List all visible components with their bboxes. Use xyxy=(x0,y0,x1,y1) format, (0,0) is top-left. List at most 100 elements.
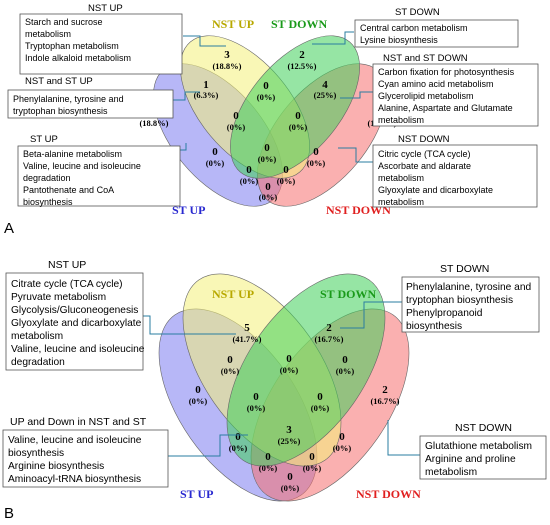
box-line: Beta-alanine metabolism xyxy=(23,149,122,159)
region-pct: (0%) xyxy=(257,92,276,102)
region-pct: (0%) xyxy=(227,122,246,132)
region-count: 0 xyxy=(263,80,269,92)
box-line: Valine, leucine and isoleucine xyxy=(8,435,142,446)
box-line: Lysine biosynthesis xyxy=(360,35,438,45)
region-pct: (0%) xyxy=(311,403,330,413)
region-count: 0 xyxy=(342,354,348,366)
region-count: 0 xyxy=(317,391,323,403)
region-count: 0 xyxy=(309,451,315,463)
panel-b-connectors xyxy=(143,301,420,457)
panel-a-box-nst-st-down: NST and ST DOWN Carbon fixation for phot… xyxy=(372,53,539,127)
panel-a-box-nst-st-up: NST and ST UP Phenylalanine, tyrosine an… xyxy=(7,76,174,119)
box-title: NST DOWN xyxy=(398,134,450,145)
box-title: ST UP xyxy=(30,134,58,145)
region-pct: (0%) xyxy=(258,154,277,164)
region-pct: (0%) xyxy=(259,463,278,473)
panel-b-ellipses xyxy=(158,273,410,502)
box-line: Phenylpropanoid xyxy=(406,308,483,319)
connector-line xyxy=(183,35,226,47)
region-count: 0 xyxy=(195,384,201,396)
region-pct: (12.5%) xyxy=(287,61,316,71)
panel-b-label-st-down: ST DOWN xyxy=(320,287,376,301)
panel-a-box-nst-up: NST UP Starch and sucrose metabolism Try… xyxy=(19,3,183,75)
box-line: Citric cycle (TCA cycle) xyxy=(378,149,471,159)
region-pct: (16.7%) xyxy=(314,334,343,344)
connector-line xyxy=(168,434,248,457)
box-line: Tryptophan metabolism xyxy=(25,41,119,51)
box-line: Valine, leucine and isoleucine xyxy=(23,161,141,171)
box-line: metabolism xyxy=(378,197,424,207)
box-line: Starch and sucrose xyxy=(25,17,103,27)
panel-a-label-nst-up: NST UP xyxy=(212,17,254,31)
panel-a-box-st-up: ST UP Beta-alanine metabolism Valine, le… xyxy=(17,134,181,207)
box-line: Pyruvate metabolism xyxy=(11,292,106,303)
box-line: Phenylalanine, tyrosine and xyxy=(406,282,531,293)
box-line: biosynthesis xyxy=(8,448,64,459)
region-pct: (0%) xyxy=(303,463,322,473)
box-title: ST DOWN xyxy=(440,263,489,275)
box-title: NST DOWN xyxy=(455,422,512,434)
region-count: 0 xyxy=(227,354,233,366)
panel-b-st-down-ellipse xyxy=(226,273,386,467)
region-count: 5 xyxy=(244,322,250,334)
box-title: ST DOWN xyxy=(395,7,440,18)
box-line: Ascorbate and aldarate xyxy=(378,161,471,171)
region-count: 0 xyxy=(313,146,319,158)
box-line: Glutathione metabolism xyxy=(425,441,532,452)
region-count: 0 xyxy=(212,146,218,158)
region-count: 0 xyxy=(235,431,241,443)
region-pct: (0%) xyxy=(259,192,278,202)
region-pct: (0%) xyxy=(281,483,300,493)
region-pct: (0%) xyxy=(277,176,296,186)
region-count: 3 xyxy=(286,424,292,436)
region-pct: (0%) xyxy=(221,366,240,376)
region-pct: (18.8%) xyxy=(212,61,241,71)
region-count: 4 xyxy=(322,79,328,91)
panel-a: NST UP ST DOWN ST UP NST DOWN 3 (18.8%) … xyxy=(4,3,539,237)
connector-line xyxy=(387,420,420,456)
region-count: 2 xyxy=(382,384,388,396)
region-count: 0 xyxy=(233,110,239,122)
panel-a-connectors xyxy=(156,31,373,163)
panel-a-regions: 3 (18.8%) 2 (12.5%) 3 (18.8%) 3 (18.8%) … xyxy=(139,49,396,202)
panel-b-box-nst-down: NST DOWN Glutathione metabolism Arginine… xyxy=(419,422,547,480)
region-count: 3 xyxy=(224,49,230,61)
connector-line xyxy=(340,91,373,99)
box-line: tryptophan biosynthesis xyxy=(406,295,513,306)
box-line: tryptophan biosynthesis xyxy=(13,106,108,116)
region-count: 0 xyxy=(246,164,252,176)
panel-b-label-nst-down: NST DOWN xyxy=(356,487,421,501)
box-line: metabolism xyxy=(425,467,477,478)
region-pct: (0%) xyxy=(280,365,299,375)
region-count: 0 xyxy=(253,391,259,403)
panel-a-letter: A xyxy=(4,220,14,237)
box-line: metabolism xyxy=(25,29,71,39)
region-pct: (25%) xyxy=(314,90,337,100)
box-line: Phenylalanine, tyrosine and xyxy=(13,94,124,104)
box-line: Pantothenate and CoA xyxy=(23,185,114,195)
region-pct: (0%) xyxy=(229,443,248,453)
box-line: degradation xyxy=(23,173,71,183)
box-line: Arginine biosynthesis xyxy=(8,461,104,472)
region-count: 0 xyxy=(283,164,289,176)
panel-a-st-down-ellipse xyxy=(230,35,360,179)
region-count: 0 xyxy=(265,451,271,463)
box-line: Glycerolipid metabolism xyxy=(378,91,474,101)
box-line: Aminoacyl-tRNA biosynthesis xyxy=(8,474,141,485)
box-title: NST and ST UP xyxy=(25,76,93,87)
box-line: Arginine and proline xyxy=(425,454,516,465)
connector-line xyxy=(338,147,373,163)
panel-b-label-nst-up: NST UP xyxy=(212,287,254,301)
connector-line xyxy=(173,91,200,101)
panel-a-box-st-down: ST DOWN Central carbon metabolism Lysine… xyxy=(354,7,519,48)
region-count: 0 xyxy=(264,142,270,154)
box-line: metabolism xyxy=(378,173,424,183)
region-pct: (18.8%) xyxy=(139,118,168,128)
region-count: 0 xyxy=(287,471,293,483)
box-line: metabolism xyxy=(11,331,63,342)
panel-b-label-st-up: ST UP xyxy=(180,487,213,501)
panel-b-box-nst-up: NST UP Citrate cycle (TCA cycle) Pyruvat… xyxy=(5,259,145,371)
region-pct: (41.7%) xyxy=(232,334,261,344)
region-pct: (25%) xyxy=(278,436,301,446)
